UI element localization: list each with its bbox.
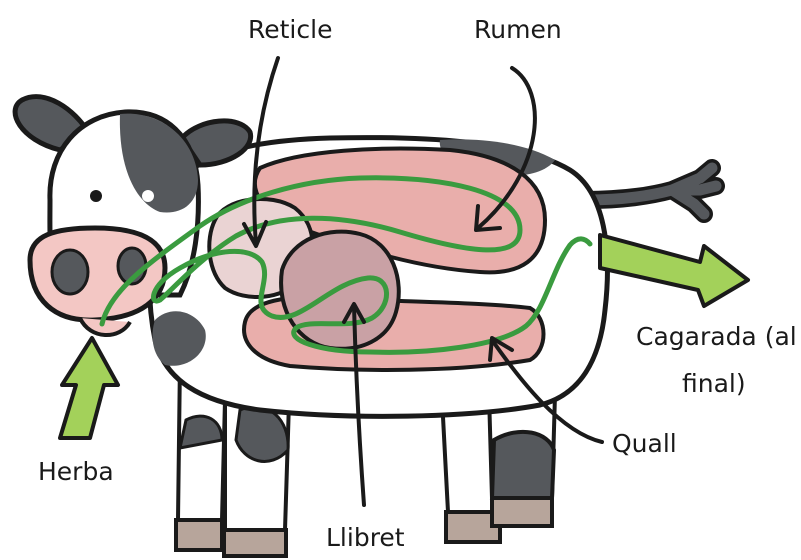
label-reticle: Reticle [248,15,332,44]
green-arrow-in [60,338,118,438]
label-llibret: Llibret [326,523,405,552]
label-cagarada-line1: Cagarada (al [636,322,797,351]
cow-eye [142,190,154,202]
label-cagarada-line2: final) [682,369,746,398]
cow-eye [90,190,102,202]
hoof [224,530,286,556]
label-quall: Quall [612,429,677,458]
cow-nostril [52,250,88,294]
hoof [492,498,552,526]
label-herba: Herba [38,457,114,486]
label-rumen: Rumen [474,15,562,44]
green-arrow-out [600,235,748,306]
hoof [176,520,222,550]
